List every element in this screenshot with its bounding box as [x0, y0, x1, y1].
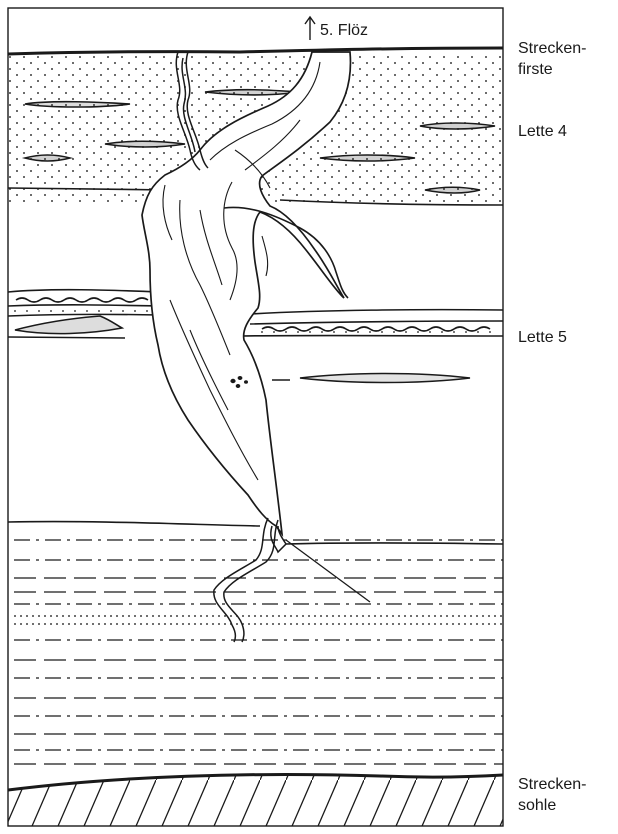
clay-4-label: Lette 4 [518, 121, 567, 142]
up-arrow-icon [305, 17, 315, 40]
top-seam-label: 5. Flöz [320, 20, 368, 41]
shale-beds [14, 540, 503, 764]
right-lens [300, 374, 470, 383]
floor-label-line2: sohle [518, 795, 586, 816]
roof-label-line1: Strecken- [518, 38, 586, 59]
siltstone-top-right [285, 543, 503, 544]
roof-label-line2: firste [518, 59, 586, 80]
clay-5-label: Lette 5 [518, 327, 567, 348]
floor-label: Strecken- sohle [518, 774, 586, 816]
slickenside-line [286, 540, 370, 602]
siltstone-top [8, 522, 260, 526]
floor-label-line1: Strecken- [518, 774, 586, 795]
roof-label: Strecken- firste [518, 38, 586, 80]
